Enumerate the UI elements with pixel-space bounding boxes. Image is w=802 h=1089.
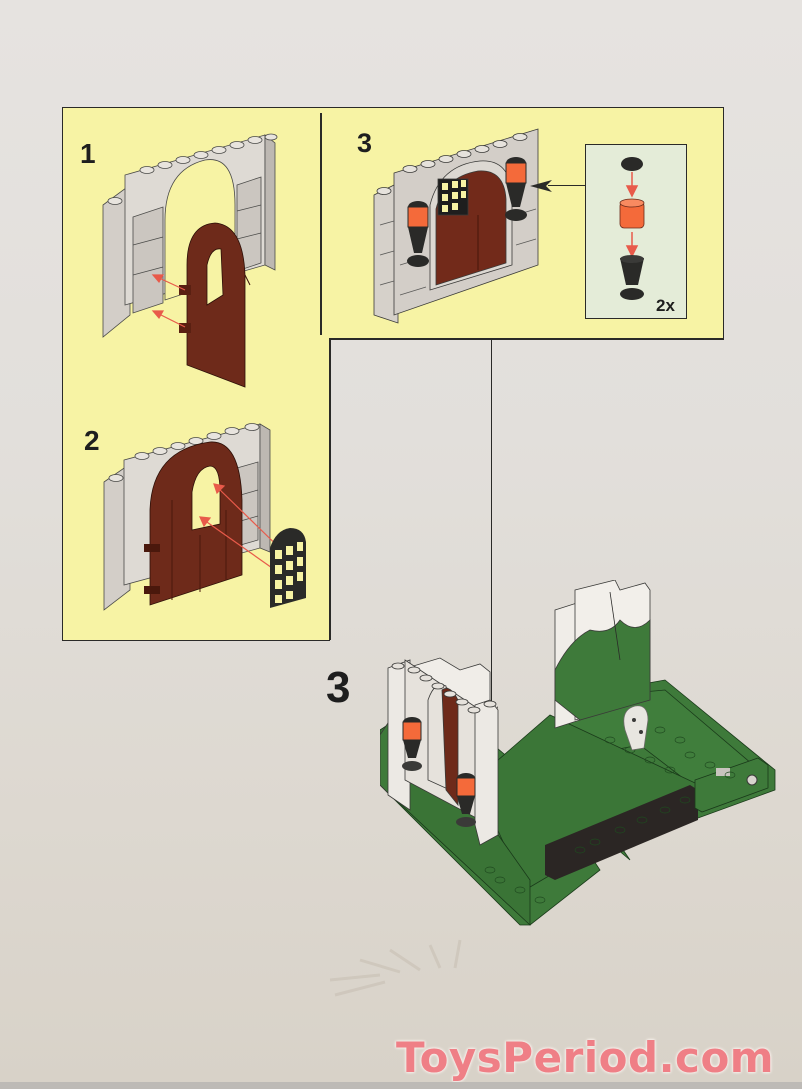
step-3-number: 3 (357, 128, 373, 158)
torch-icon (456, 773, 476, 827)
step-1-number: 1 (80, 138, 96, 169)
subassembly-parts-illustration (619, 157, 645, 300)
torch-icon (407, 201, 429, 267)
watermark: ToysPeriod.com (396, 1033, 775, 1082)
step-1-illustration (102, 133, 278, 388)
goblet-icon (620, 255, 644, 300)
window-lattice-icon (270, 528, 306, 608)
door-icon (179, 222, 251, 388)
ruin-wall-icon (554, 580, 651, 729)
statue-icon (623, 705, 649, 751)
background-shadow (329, 939, 462, 997)
assembly-arrow-icon (199, 483, 293, 571)
callout-line (548, 185, 586, 187)
assembly-arrow-icon (625, 172, 639, 258)
black-plate-icon (621, 157, 643, 171)
panel-divider-bottom (329, 338, 724, 340)
trans-orange-brick-icon (619, 198, 645, 229)
assembly-arrow-icon (151, 274, 186, 328)
panel-divider-left-edge (329, 338, 331, 640)
door-icon (144, 441, 243, 606)
torch-icon (402, 717, 422, 771)
main-step-number: 3 (326, 663, 351, 712)
callout-arrow-icon (530, 180, 552, 192)
placement-line (491, 340, 493, 726)
page-bottom-edge (0, 1082, 802, 1089)
panel-divider-vertical (320, 113, 322, 335)
main-model-illustration (380, 580, 776, 926)
step-2-illustration (103, 423, 306, 611)
step-2-number: 2 (84, 425, 100, 456)
step-3-illustration (373, 128, 539, 324)
black-brick-icon (545, 785, 698, 880)
technic-brick-icon (694, 757, 769, 813)
quantity-label: 2x (656, 296, 675, 315)
torch-icon (505, 157, 527, 221)
